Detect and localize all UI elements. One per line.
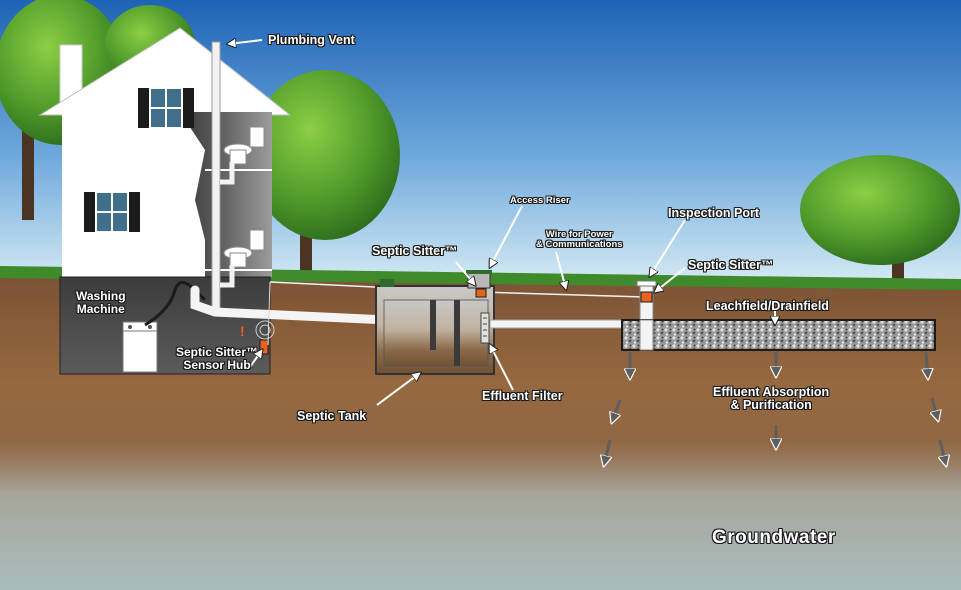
outlet-pipe: [489, 319, 626, 329]
washing-machine-label: Washing Machine: [76, 290, 126, 316]
plumbing-vent-pipe: [211, 41, 221, 313]
septic-tank: [375, 270, 495, 375]
groundwater-layer: [0, 440, 961, 590]
wire-label: Wire for Power & Communications: [536, 230, 623, 250]
sensor-hub-label: Septic Sitter™ Sensor Hub: [176, 346, 258, 372]
sewer-pipe: [190, 285, 393, 325]
effluent-absorption-label-line1: Effluent Absorption: [713, 385, 830, 399]
wire-label-line1: Wire for Power: [545, 229, 613, 240]
septic-sitter-port-label: Septic Sitter™: [688, 258, 774, 272]
wire-label-line2: & Communications: [536, 239, 623, 250]
septic-tank-label: Septic Tank: [297, 409, 367, 423]
leachfield-label: Leachfield/Drainfield: [706, 299, 829, 313]
sensor-hub: !: [240, 281, 275, 355]
washing-machine-label-line1: Washing: [76, 289, 126, 303]
septic-sitter-tank-label: Septic Sitter™: [372, 244, 458, 258]
inspection-port-label: Inspection Port: [668, 206, 759, 220]
absorption-arrows: [604, 351, 946, 465]
drain-lines: [220, 162, 235, 288]
sensor-hub-label-line2: Sensor Hub: [183, 358, 251, 372]
tree-right: [800, 155, 960, 290]
effluent-filter-label: Effluent Filter: [482, 389, 563, 403]
plumbing-vent-label: Plumbing Vent: [268, 33, 355, 47]
sensor-hub-label-line1: Septic Sitter™: [176, 345, 259, 359]
svg-text:!: !: [240, 323, 245, 339]
house: [38, 27, 292, 375]
groundwater-label: Groundwater: [712, 527, 836, 548]
callout-arrows: [228, 40, 775, 406]
effluent-absorption-label-line2: & Purification: [730, 398, 812, 412]
washing-machine: [122, 281, 207, 373]
effluent-absorption-label: Effluent Absorption & Purification: [713, 386, 829, 412]
washing-machine-label-line2: Machine: [76, 302, 125, 316]
access-riser-label: Access Riser: [510, 195, 570, 206]
leachfield: [621, 319, 936, 351]
